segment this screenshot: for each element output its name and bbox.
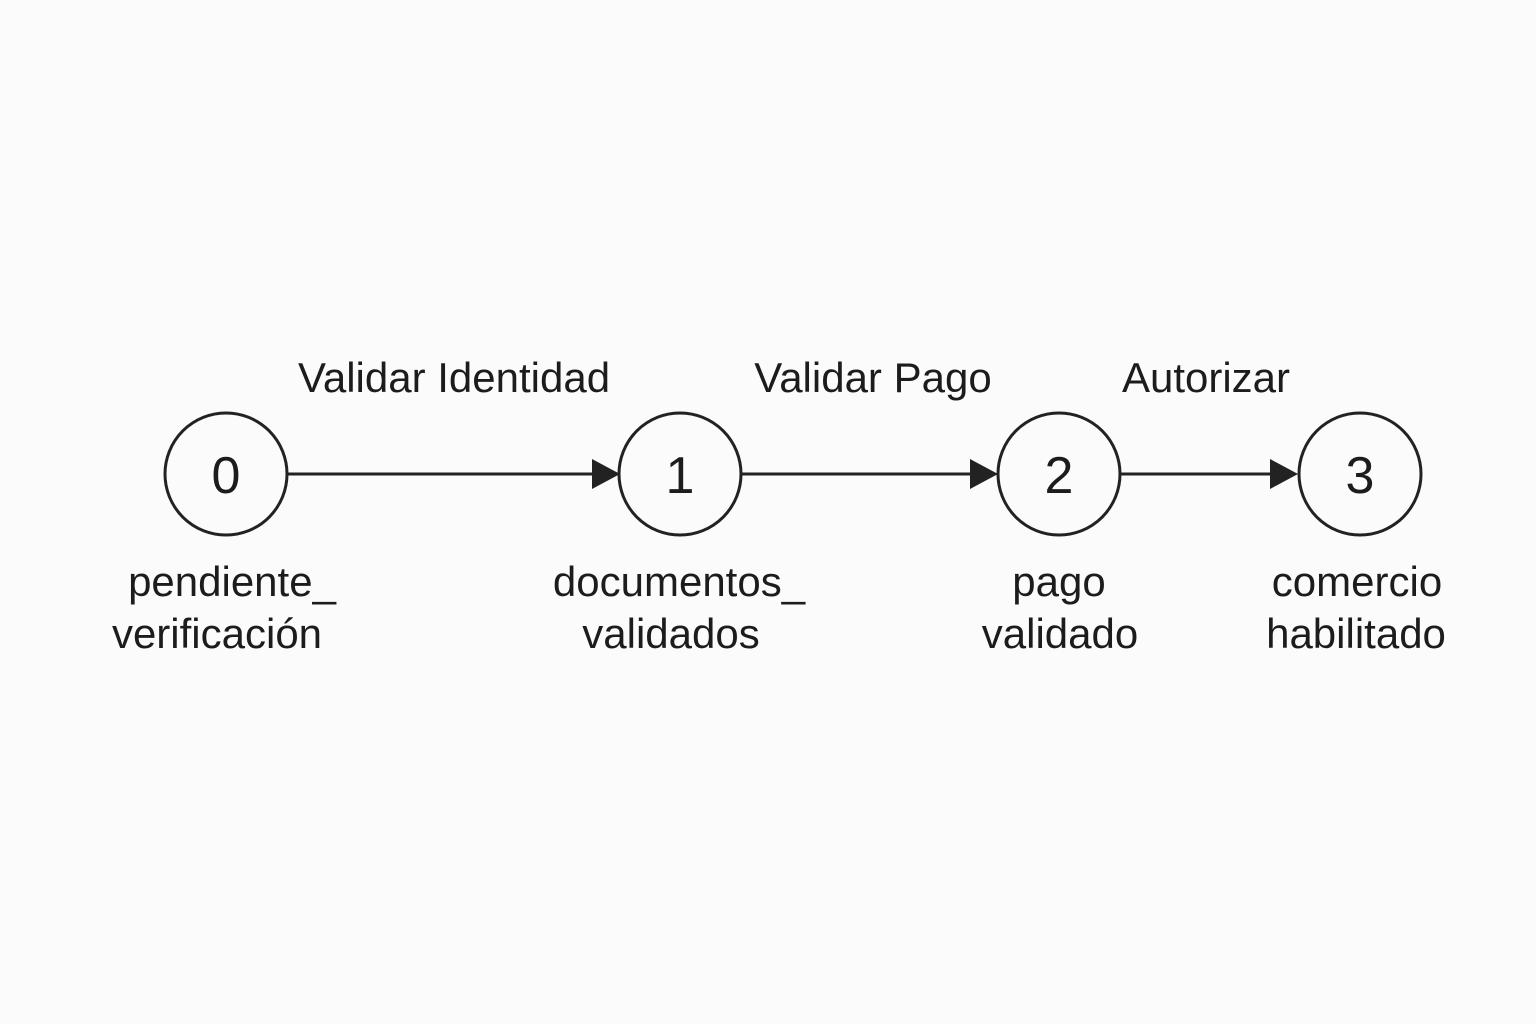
- state-number: 2: [1045, 447, 1074, 505]
- transition-label: Autorizar: [1122, 354, 1290, 401]
- state-circle: [617, 411, 743, 537]
- state-node-0: 0 pendiente_ verificación: [112, 411, 337, 657]
- transition-validar-pago: Validar Pago: [742, 354, 998, 489]
- transition-autorizar: Autorizar: [1121, 354, 1298, 489]
- state-number: 0: [212, 447, 241, 505]
- state-node-2: 2 pago validado: [982, 411, 1138, 657]
- state-label-line1: pago: [1012, 558, 1105, 605]
- state-node-1: 1 documentos_ validados: [553, 411, 806, 657]
- state-label-line1: pendiente_: [128, 558, 337, 605]
- state-label-line1: comercio: [1272, 558, 1442, 605]
- state-number: 3: [1346, 447, 1375, 505]
- state-circle: [1297, 411, 1423, 537]
- transition-label: Validar Identidad: [298, 354, 610, 401]
- state-circle: [163, 411, 289, 537]
- arrow-head-icon: [1270, 459, 1298, 489]
- state-label-line2: validados: [582, 610, 759, 657]
- state-label-line1: documentos_: [553, 558, 806, 605]
- arrow-head-icon: [970, 459, 998, 489]
- transition-label: Validar Pago: [754, 354, 991, 401]
- state-number: 1: [666, 447, 695, 505]
- state-label-line2: validado: [982, 610, 1138, 657]
- state-node-3: 3 comercio habilitado: [1266, 411, 1446, 657]
- arrow-head-icon: [592, 459, 620, 489]
- transition-validar-identidad: Validar Identidad: [288, 354, 620, 489]
- state-label-line2: verificación: [112, 610, 322, 657]
- state-label-line2: habilitado: [1266, 610, 1446, 657]
- state-circle: [996, 411, 1122, 537]
